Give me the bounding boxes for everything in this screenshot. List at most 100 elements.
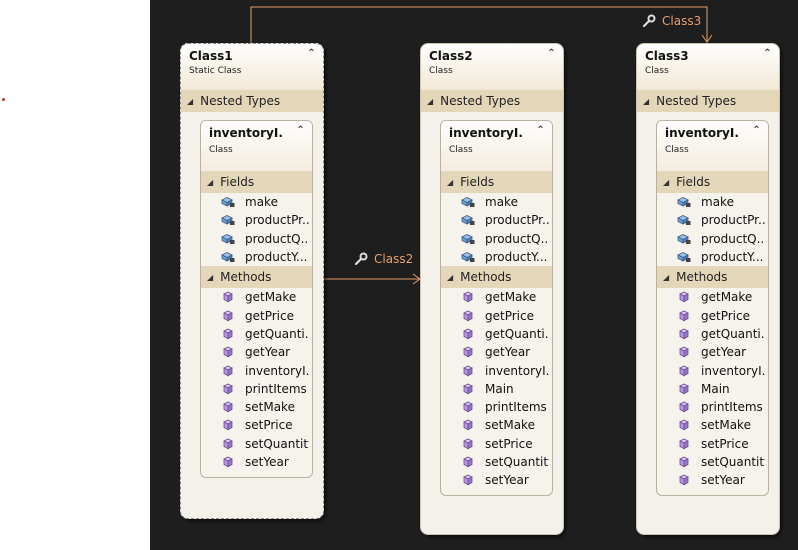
method-item[interactable]: Main [441,380,552,398]
collapse-icon[interactable]: ⌃ [763,48,772,59]
method-item[interactable]: printItems [201,380,312,398]
method-item[interactable]: getYear [201,343,312,361]
methods-section[interactable]: ◢ Methods [441,266,552,289]
field-item[interactable]: productQ... [441,230,552,248]
nested-types-section[interactable]: ◢ Nested Types [637,90,779,112]
field-item[interactable]: productQ... [201,230,312,248]
method-name: printItems [245,381,307,396]
method-item[interactable]: getQuanti... [441,325,552,343]
class-header[interactable]: Class3 Class ⌃ [637,44,779,90]
method-item[interactable]: setYear [201,453,312,471]
field-name: make [701,195,734,210]
field-item[interactable]: make [201,193,312,211]
field-item[interactable]: make [657,193,768,211]
field-name: productY... [701,250,764,265]
method-item[interactable]: setYear [441,471,552,489]
method-item[interactable]: getMake [657,288,768,306]
method-item[interactable]: Main [657,380,768,398]
collapse-icon[interactable]: ⌃ [296,125,305,136]
class-stereotype: Class [645,66,669,76]
method-icon [463,419,473,431]
method-icon [463,474,473,486]
class-header[interactable]: Class2 Class ⌃ [421,44,563,90]
expand-triangle-icon[interactable]: ◢ [187,96,194,106]
fields-section[interactable]: ◢ Fields [441,171,552,193]
method-item[interactable]: getPrice [657,306,768,324]
nested-class-header[interactable]: inventoryI... Class ⌃ [657,121,768,171]
expand-triangle-icon[interactable]: ◢ [447,177,454,187]
field-item[interactable]: productPr... [441,211,552,229]
method-icon [679,365,689,376]
method-item[interactable]: printItems [441,398,552,416]
expand-triangle-icon[interactable]: ◢ [663,272,670,282]
class-shape-class3[interactable]: Class3 Class ⌃ ◢ Nested Types inventoryI… [636,43,780,535]
method-item[interactable]: getMake [201,288,312,306]
class-diagram-canvas[interactable]: Class2 Class3 Class1 Static Class ⌃ ◢ Ne… [150,0,798,550]
method-icon [679,383,689,395]
collapse-icon[interactable]: ⌃ [547,48,556,59]
fields-section[interactable]: ◢ Fields [657,171,768,193]
method-item[interactable]: getPrice [201,306,312,324]
method-item[interactable]: getYear [657,343,768,361]
method-name: Main [701,381,730,396]
field-item[interactable]: productY... [441,248,552,266]
method-item[interactable]: getPrice [441,306,552,324]
class-header[interactable]: Class1 Static Class ⌃ [181,44,323,90]
method-item[interactable]: getQuanti... [657,325,768,343]
association-line-class3[interactable] [250,6,708,44]
method-item[interactable]: inventoryI... [657,361,768,379]
expand-triangle-icon[interactable]: ◢ [207,272,214,282]
collapse-icon[interactable]: ⌃ [536,125,545,136]
nested-class-header[interactable]: inventoryI... Class ⌃ [441,121,552,171]
field-item[interactable]: productY... [657,248,768,266]
method-item[interactable]: setQuantity [657,453,768,471]
collapse-icon[interactable]: ⌃ [307,48,316,59]
method-item[interactable]: inventoryI... [201,361,312,379]
collapse-icon[interactable]: ⌃ [752,125,761,136]
method-item[interactable]: setPrice [657,435,768,453]
methods-section[interactable]: ◢ Methods [657,266,768,289]
method-item[interactable]: setPrice [441,435,552,453]
expand-triangle-icon[interactable]: ◢ [427,96,434,106]
nested-class-stereotype: Class [209,145,233,155]
field-item[interactable]: productQ... [657,230,768,248]
method-item[interactable]: getYear [441,343,552,361]
method-name: setQuantity [701,455,765,469]
connectors-layer [250,6,713,285]
method-item[interactable]: setMake [657,416,768,434]
association-label-class3[interactable]: Class3 [642,14,701,28]
method-item[interactable]: setQuantity [441,453,552,471]
field-item[interactable]: productPr... [657,211,768,229]
method-item[interactable]: setQuantity [201,435,312,453]
method-item[interactable]: setMake [441,416,552,434]
expand-triangle-icon[interactable]: ◢ [643,96,650,106]
expand-triangle-icon[interactable]: ◢ [207,177,214,187]
method-item[interactable]: getQuanti... [201,325,312,343]
association-label-class2[interactable]: Class2 [354,252,413,266]
nested-types-section[interactable]: ◢ Nested Types [181,90,323,112]
nested-types-section[interactable]: ◢ Nested Types [421,90,563,112]
field-item[interactable]: productY... [201,248,312,266]
class-shape-class1[interactable]: Class1 Static Class ⌃ ◢ Nested Types inv… [180,43,324,519]
method-item[interactable]: setMake [201,398,312,416]
method-icon [223,438,233,450]
method-item[interactable]: inventoryI... [441,361,552,379]
fields-section[interactable]: ◢ Fields [201,171,312,193]
method-item[interactable]: printItems [657,398,768,416]
method-item[interactable]: setPrice [201,416,312,434]
class-shape-class2[interactable]: Class2 Class ⌃ ◢ Nested Types inventoryI… [420,43,564,535]
expand-triangle-icon[interactable]: ◢ [447,272,454,282]
method-item[interactable]: setYear [657,471,768,489]
field-icon [221,233,235,244]
methods-section[interactable]: ◢ Methods [201,266,312,289]
method-name: getYear [485,345,531,360]
expand-triangle-icon[interactable]: ◢ [663,177,670,187]
method-item[interactable]: getMake [441,288,552,306]
method-icon [679,310,689,322]
nested-class-header[interactable]: inventoryI... Class ⌃ [201,121,312,171]
field-item[interactable]: make [441,193,552,211]
field-item[interactable]: productPr... [201,211,312,229]
